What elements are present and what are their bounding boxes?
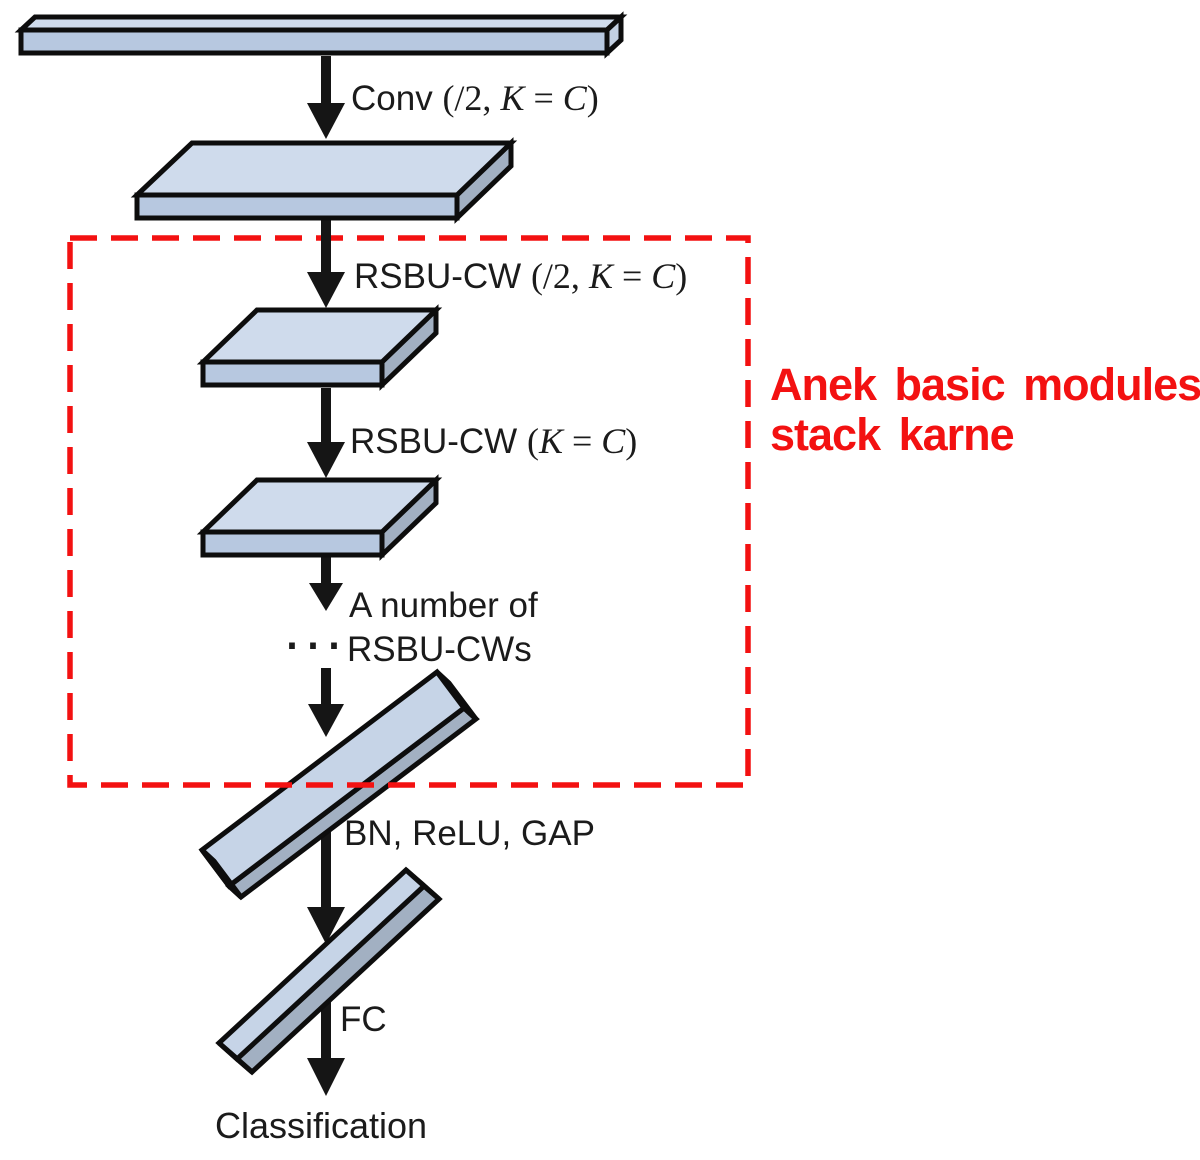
annotation-line1: Anek basic modules: [770, 359, 1200, 410]
feature-vector-bottom-end-face: [217, 1041, 254, 1074]
feature-map-diagonal-slab: [198, 668, 480, 901]
conv-slab-front-face: [134, 192, 460, 221]
rsbu-cw-arrow: [307, 388, 345, 478]
bn-relu-gap-arrowhead: [307, 907, 345, 944]
stack-note-line1: A number of: [349, 586, 538, 625]
rsbu-label-open: (: [527, 421, 539, 461]
rsbu-stride-slab-front-face: [200, 359, 385, 388]
conv-arrowhead: [307, 103, 345, 139]
stacked-rsbu-arrow: [309, 557, 343, 611]
rsbu-label-k: K: [538, 421, 565, 461]
diagonal-slab-bottom-end-face: [200, 848, 243, 899]
conv-label-c: C: [563, 78, 588, 118]
conv-label-k: K: [499, 78, 526, 118]
rsbu-slab-front-face: [200, 529, 385, 558]
rsbu-cw-arrowhead: [307, 442, 345, 478]
rsbu-stride-label-op: RSBU-CW: [354, 257, 531, 296]
fc-arrowhead: [307, 1058, 345, 1096]
ellipsis-dots: ···: [282, 608, 345, 675]
rsbu-label-eq: =: [563, 421, 601, 461]
into-last-slab-arrowhead: [308, 704, 344, 737]
rsbu-stride-label: RSBU-CW (/2, K = C): [354, 256, 687, 296]
bn-relu-gap-label: BN, ReLU, GAP: [344, 814, 595, 853]
conv-label-open: (/2,: [442, 78, 500, 118]
classification-label: Classification: [215, 1105, 427, 1146]
conv-arrow: [307, 56, 345, 139]
rsbu-output-slab: [196, 474, 443, 561]
into-last-slab-arrow: [308, 668, 344, 737]
rsbu-stride-label-close: ): [675, 256, 687, 296]
stacked-rsbu-arrowhead: [309, 583, 343, 611]
stack-note-line2: RSBU-CWs: [347, 630, 532, 669]
conv-label: Conv (/2, K = C): [351, 78, 599, 118]
input-bar-front-face: [18, 27, 610, 56]
rsbu-stride-label-open: (/2,: [531, 256, 589, 296]
rsbu-cw-stride-arrow: [307, 219, 345, 308]
fc-label: FC: [340, 1000, 387, 1039]
basic-modules-stack-outline: [67, 235, 751, 788]
rsbu-stride-label-k: K: [588, 256, 615, 296]
annotation-line2: stack karne: [770, 409, 1014, 460]
rsbu-stride-output-slab: [196, 304, 443, 391]
rsbu-stride-label-eq: =: [613, 256, 651, 296]
rsbu-cw-stride-arrowhead: [307, 272, 345, 308]
rsbu-label-close: ): [625, 421, 637, 461]
rsbu-label-op: RSBU-CW: [350, 422, 527, 461]
feature-vector-diagonal-bar: [215, 866, 443, 1076]
input-feature-bar: [14, 11, 628, 59]
conv-slab-top-face: [130, 140, 518, 198]
rsbu-stride-label-c: C: [651, 256, 676, 296]
conv-label-eq: =: [524, 78, 562, 118]
rsbu-label-c: C: [601, 421, 626, 461]
conv-output-slab: [130, 137, 518, 224]
rsbu-label: RSBU-CW (K = C): [350, 421, 637, 461]
conv-label-close: ): [587, 78, 599, 118]
conv-label-op: Conv: [351, 79, 442, 118]
